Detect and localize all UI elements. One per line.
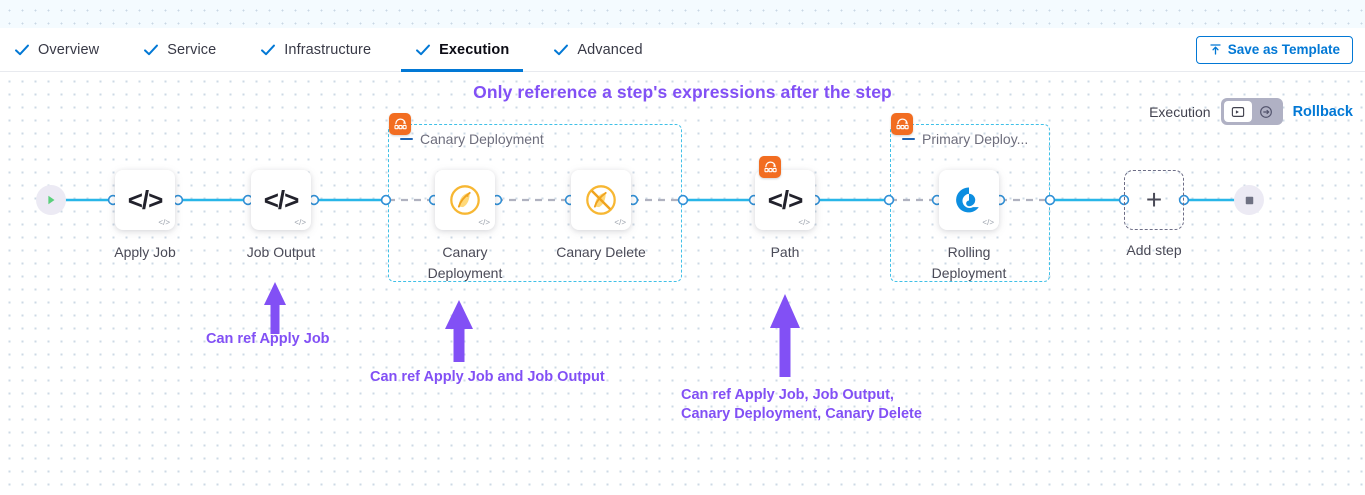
path-step-group-badge bbox=[759, 156, 781, 178]
canary-group-step-group-badge bbox=[389, 113, 411, 135]
step-node-apply-job[interactable]: </> </> bbox=[115, 170, 175, 230]
add-step-label: Add step bbox=[1126, 242, 1182, 258]
add-step-button[interactable]: + bbox=[1124, 170, 1184, 230]
code-icon: </> bbox=[798, 218, 810, 227]
step-group-icon bbox=[393, 118, 407, 129]
check-icon bbox=[416, 44, 431, 56]
shell-script-icon: </> bbox=[127, 185, 164, 215]
rollback-icon bbox=[1259, 105, 1272, 118]
check-icon bbox=[144, 44, 159, 56]
upload-template-icon bbox=[1210, 44, 1221, 55]
canary-delete-icon bbox=[586, 185, 616, 215]
code-icon: </> bbox=[982, 218, 994, 227]
rollback-toggle-button[interactable] bbox=[1252, 101, 1280, 122]
tab-overview[interactable]: Overview bbox=[14, 28, 121, 72]
primary-deployment-group-title: Primary Deploy... bbox=[902, 131, 1028, 147]
tab-execution[interactable]: Execution bbox=[401, 28, 531, 72]
pipeline-canvas[interactable]: Only reference a step's expressions afte… bbox=[0, 72, 1365, 495]
step-node-canary-deployment[interactable]: </> bbox=[435, 170, 495, 230]
check-icon bbox=[261, 44, 276, 56]
canary-deployment-group-title: Canary Deployment bbox=[400, 131, 544, 147]
tab-label: Advanced bbox=[577, 42, 643, 58]
tab-service[interactable]: Service bbox=[143, 28, 238, 72]
plus-icon: + bbox=[1145, 184, 1163, 215]
check-icon bbox=[15, 44, 29, 56]
execution-rollback-toggle[interactable] bbox=[1220, 98, 1283, 125]
stop-icon bbox=[1245, 196, 1253, 204]
play-icon bbox=[48, 195, 55, 205]
tab-advanced[interactable]: Advanced bbox=[553, 28, 664, 72]
banner-title: Only reference a step's expressions afte… bbox=[473, 82, 892, 102]
collapse-dash-icon[interactable] bbox=[400, 137, 413, 141]
code-icon: </> bbox=[158, 218, 170, 227]
code-icon: </> bbox=[614, 218, 626, 227]
rollback-link[interactable]: Rollback bbox=[1292, 103, 1353, 120]
group-title-label: Canary Deployment bbox=[420, 131, 544, 147]
step-label-path: Path bbox=[770, 244, 800, 260]
step-label-canary-deployment: Canary Deployment bbox=[427, 244, 503, 281]
save-as-template-button[interactable]: Save as Template bbox=[1195, 35, 1353, 64]
pipeline-graph: Canary Deployment Primary Deploy... bbox=[0, 72, 1365, 495]
step-group-icon bbox=[895, 118, 909, 129]
primary-group-step-group-badge bbox=[891, 113, 913, 135]
step-label-rolling-deployment: Rolling Deployment bbox=[931, 244, 1007, 281]
code-icon: </> bbox=[294, 218, 306, 227]
tab-label: Overview bbox=[38, 42, 100, 58]
canary-bird-icon bbox=[450, 185, 480, 215]
rolling-deploy-icon bbox=[956, 187, 979, 213]
shell-script-icon: </> bbox=[263, 185, 300, 215]
annotation-apply-job: Can ref Apply Job bbox=[206, 331, 330, 347]
annotation-arrows bbox=[264, 282, 800, 377]
check-icon bbox=[554, 44, 569, 56]
tab-infrastructure[interactable]: Infrastructure bbox=[260, 28, 393, 72]
step-label-job-output: Job Output bbox=[246, 244, 316, 260]
tab-label: Execution bbox=[439, 42, 510, 58]
step-group-icon bbox=[763, 161, 777, 172]
annotation-path: Can ref Apply Job, Job Output, Canary De… bbox=[681, 387, 922, 422]
pipeline-tab-bar: Overview Service Infrastructure Executio… bbox=[0, 28, 1365, 72]
tab-label: Service bbox=[167, 42, 217, 58]
start-node[interactable] bbox=[36, 185, 66, 215]
step-node-rolling-deployment[interactable]: </> bbox=[939, 170, 999, 230]
group-title-label: Primary Deploy... bbox=[922, 131, 1029, 147]
annotation-canary: Can ref Apply Job and Job Output bbox=[370, 369, 605, 385]
end-node[interactable] bbox=[1234, 185, 1264, 215]
canvas-top-strip bbox=[0, 0, 1365, 28]
execution-toggle-button[interactable] bbox=[1223, 101, 1252, 122]
execution-icon bbox=[1231, 106, 1244, 117]
step-node-path[interactable]: </> </> bbox=[755, 170, 815, 230]
shell-script-icon: </> bbox=[767, 185, 804, 215]
tab-label: Infrastructure bbox=[284, 42, 372, 58]
tab-list: Overview Service Infrastructure Executio… bbox=[14, 28, 687, 72]
step-label-canary-delete: Canary Delete bbox=[556, 244, 646, 260]
save-as-template-label: Save as Template bbox=[1227, 42, 1340, 57]
step-label-apply-job: Apply Job bbox=[114, 244, 176, 260]
code-icon: </> bbox=[478, 218, 490, 227]
collapse-dash-icon[interactable] bbox=[902, 137, 915, 141]
execution-rollback-toolbar: Execution Rollback bbox=[1149, 98, 1353, 125]
execution-label: Execution bbox=[1149, 103, 1211, 120]
step-node-canary-delete[interactable]: </> bbox=[571, 170, 631, 230]
step-node-job-output[interactable]: </> </> bbox=[251, 170, 311, 230]
